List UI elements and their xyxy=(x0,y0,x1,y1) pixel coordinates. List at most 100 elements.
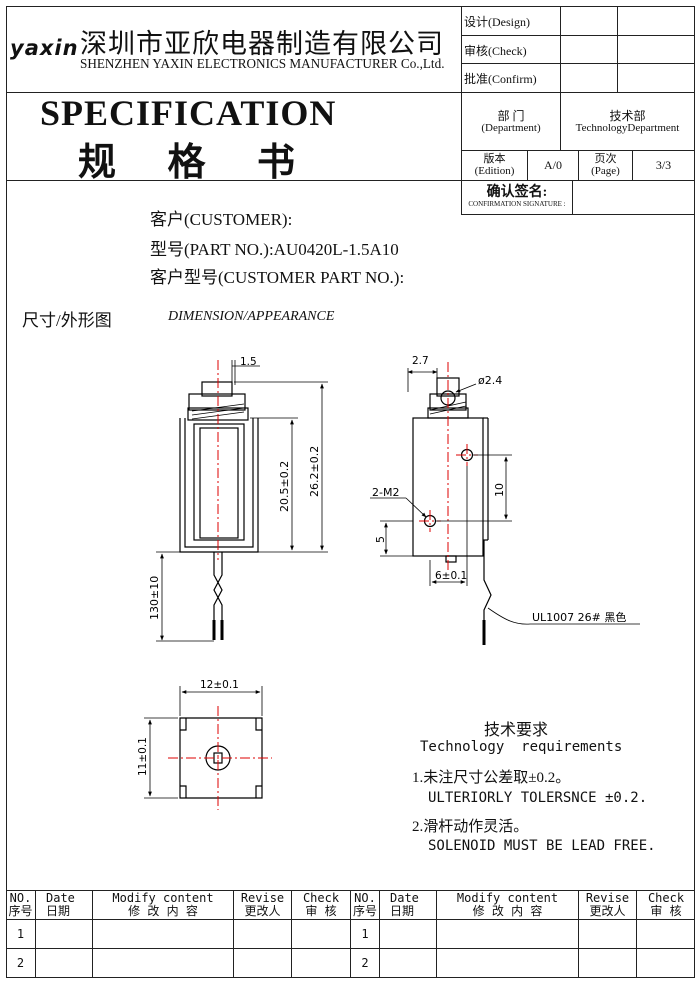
rev-header-content-right: Modify content 修 改 内 容 xyxy=(437,891,578,919)
rev-header-content-right-en: Modify content xyxy=(456,891,559,906)
customer-part-no-line: 客户型号(CUSTOMER PART NO.): xyxy=(150,268,405,287)
rev-header-revise-right: Revise 更改人 xyxy=(579,891,636,919)
company-logo: yaxin xyxy=(10,36,79,60)
rev-header-content-en: Modify content xyxy=(112,891,214,906)
sign-confirm-label: 批准(Confirm) xyxy=(464,72,537,86)
dim-20-5: 20.5±0.2 xyxy=(278,461,291,512)
edition-label-cn: 版本 xyxy=(483,152,506,165)
rev-header-no: NO. 序号 xyxy=(6,891,35,919)
rev-header-date-right-cn: 日期 xyxy=(390,904,415,918)
rev-v-2 xyxy=(92,890,93,978)
frame-top xyxy=(6,6,695,7)
rev-v-8 xyxy=(578,890,579,978)
rev-header-check: Check 审 核 xyxy=(292,891,350,919)
requirement-2-en: SOLENOID MUST BE LEAD FREE. xyxy=(428,838,656,854)
edition-label: 版本 (Edition) xyxy=(462,151,527,180)
ed-vline-1 xyxy=(527,150,528,180)
requirement-1-en: ULTERIORLY TOLERSNCE ±0.2. xyxy=(428,790,648,806)
rev-header-no-en: NO. xyxy=(9,891,32,906)
rev-header-check-right-en: Check xyxy=(647,891,685,906)
company-name-cn: 深圳市亚欣电器制造有限公司 xyxy=(80,29,444,59)
table-row: 1 xyxy=(16,926,25,941)
table-row: 1 xyxy=(361,926,369,941)
rev-header-date: Date 日期 xyxy=(36,891,92,919)
requirement-1-cn: 1.未注尺寸公差取±0.2。 xyxy=(412,770,571,786)
header-vline xyxy=(461,6,462,214)
sign-vline-1 xyxy=(560,6,561,92)
side-view xyxy=(412,377,492,645)
rev-header-check-en: Check xyxy=(302,891,340,906)
title-cn: 规 格 书 xyxy=(78,142,302,184)
dim-11: 11±0.1 xyxy=(137,737,149,776)
dim-1-5-lines xyxy=(231,360,260,385)
sig-hline xyxy=(461,214,695,215)
page-label-cn: 页次 xyxy=(594,152,617,165)
rev-header-no-right: NO. 序号 xyxy=(351,891,379,919)
wire-label: UL1007 26# 黑色 xyxy=(532,610,626,624)
dim-diameter: ø2.4 xyxy=(478,374,502,387)
title-divider xyxy=(6,180,462,181)
frame-left xyxy=(6,6,7,978)
side-dims xyxy=(370,368,640,625)
table-row: 2 xyxy=(16,955,25,970)
rev-header-no-right-en: NO. xyxy=(354,891,376,906)
rev-header-date-cn: 日期 xyxy=(46,904,71,918)
confirm-signature-label: 确认签名: CONFIRMATION SIGNATURE : xyxy=(462,181,572,214)
rev-header-content-cn: 修 改 内 容 xyxy=(128,904,198,918)
side-centerlines xyxy=(419,362,478,570)
ed-vline-2 xyxy=(578,150,579,180)
edition-label-en: (Edition) xyxy=(474,164,515,177)
rev-header-check-cn: 审 核 xyxy=(305,904,337,918)
bottom-dims xyxy=(144,686,263,799)
rev-header-date-right: Date 日期 xyxy=(380,891,436,919)
sign-check-label: 审核(Check) xyxy=(464,44,527,58)
dept-vline xyxy=(560,92,561,150)
table-row: 2 xyxy=(361,955,369,970)
rev-v-6 xyxy=(379,890,380,978)
rev-v-7 xyxy=(436,890,437,978)
dept-label-cn: 部 门 xyxy=(497,108,525,123)
ed-vline-3 xyxy=(632,150,633,180)
bottom-centerlines xyxy=(168,706,272,810)
front-view xyxy=(179,381,259,640)
dim-6: 6±0.1 xyxy=(435,570,467,582)
rev-header-revise-right-en: Revise xyxy=(585,891,630,906)
page-label-en: (Page) xyxy=(591,164,620,177)
dept-value-en: TechnologyDepartment xyxy=(575,121,680,134)
rev-header-no-cn: 序号 xyxy=(8,904,33,918)
customer-line: 客户(CUSTOMER): xyxy=(150,210,293,229)
sign-design-label: 设计(Design) xyxy=(464,15,530,29)
rev-header-check-right-cn: 审 核 xyxy=(650,904,682,918)
confirm-signature-cn: 确认签名: xyxy=(486,185,548,201)
part-no-line: 型号(PART NO.):AU0420L-1.5A10 xyxy=(150,240,399,259)
rev-v-3 xyxy=(233,890,234,978)
page-label: 页次 (Page) xyxy=(579,151,632,180)
dim-10: 10 xyxy=(493,483,506,497)
dept-label-en: (Department) xyxy=(481,121,541,134)
dim-2m2: 2-M2 xyxy=(372,486,399,499)
dim-26-2: 26.2±0.2 xyxy=(308,446,321,497)
rev-v-4 xyxy=(291,890,292,978)
requirement-2-cn: 2.滑杆动作灵活。 xyxy=(412,819,529,835)
ed-hline xyxy=(461,180,695,181)
sign-vline-2 xyxy=(617,6,618,92)
page-value: 3/3 xyxy=(655,158,672,173)
rev-header-content-right-cn: 修 改 内 容 xyxy=(472,904,543,918)
rev-v-9 xyxy=(636,890,637,978)
requirements-title-en: Technology requirements xyxy=(420,739,623,755)
dept-value: 技术部 TechnologyDepartment xyxy=(561,104,694,140)
revision-table: NO. 序号 Date 日期 Modify content 修 改 内 容 Re… xyxy=(6,890,695,978)
dim-12: 12±0.1 xyxy=(200,679,239,691)
dim-130: 130±10 xyxy=(148,576,161,620)
rev-header-date-right-en: Date xyxy=(390,891,419,906)
dept-value-cn: 技术部 xyxy=(609,108,646,123)
rev-header-check-right: Check 审 核 xyxy=(637,891,695,919)
rev-v-mid xyxy=(350,890,351,978)
dim-height-lines xyxy=(156,381,328,642)
title-en: SPECIFICATION xyxy=(40,93,337,133)
rev-header-revise-cn: 更改人 xyxy=(244,904,281,918)
rev-v-1 xyxy=(35,890,36,978)
frame-right xyxy=(694,6,695,978)
confirm-signature-en: CONFIRMATION SIGNATURE : xyxy=(468,200,566,209)
